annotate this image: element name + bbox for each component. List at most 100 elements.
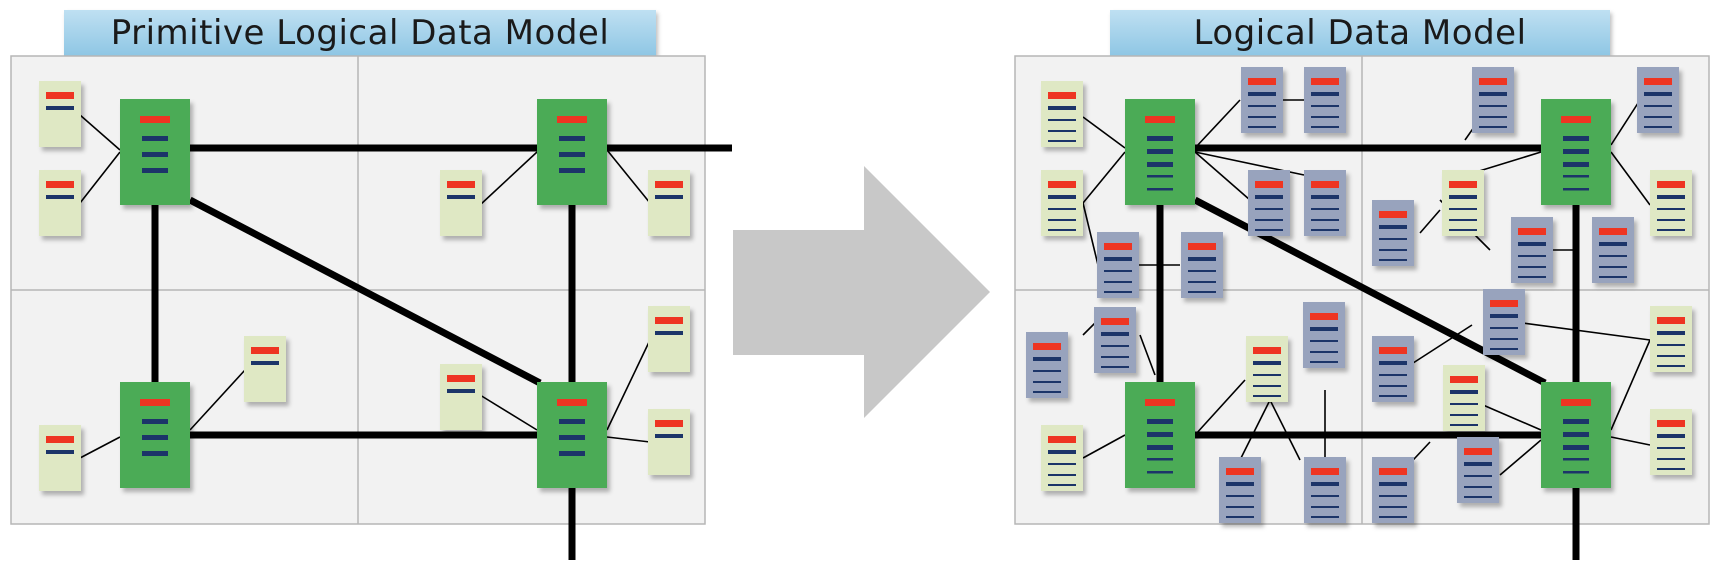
right-satellite-blue-attr-line [1599, 276, 1627, 278]
right-satellite-green-key-bar [1253, 347, 1281, 354]
right-satellite-green-key-bar [1449, 181, 1477, 188]
left-satellite [440, 170, 482, 236]
left-satellite-field-bar [46, 450, 74, 454]
right-hub-bottom-left [1125, 382, 1195, 488]
right-hub-top-right-key-bar [1561, 116, 1591, 123]
right-satellite-green-body [1650, 170, 1692, 236]
right-satellite-blue-body [1372, 200, 1414, 266]
left-satellite [648, 409, 690, 475]
right-satellite-blue-key-bar [1188, 243, 1216, 250]
right-satellite-blue-attr-line [1379, 385, 1407, 387]
left-sat-link [189, 369, 246, 431]
right-satellite-green-body [1443, 365, 1485, 431]
right-satellite-blue-body [1026, 332, 1068, 398]
right-satellite-green [1650, 306, 1692, 372]
right-satellite-blue [1304, 170, 1346, 236]
right-satellite-blue-field-bar [1248, 92, 1276, 96]
right-sat-link [1610, 99, 1641, 146]
right-sat-link [1482, 404, 1542, 431]
left-satellite-key-bar [447, 181, 475, 188]
left-hub-bottom-right-field-bar [559, 435, 585, 440]
left-satellite-body [440, 364, 482, 430]
right-satellite-blue-body [1372, 336, 1414, 402]
right-sat-link [1610, 339, 1651, 431]
right-satellite-green-field-bar [1048, 106, 1076, 110]
right-satellite-green-attr-line [1048, 474, 1076, 476]
left-satellite [39, 170, 81, 236]
right-satellite-blue-attr-line [1490, 327, 1518, 329]
left-satellite-field-bar [655, 434, 683, 438]
left-hub-top-left [120, 99, 190, 205]
transform-arrow [733, 166, 990, 418]
right-sat-link [1239, 399, 1271, 461]
right-satellite-blue-body [1372, 457, 1414, 523]
right-sat-link [1082, 202, 1099, 266]
right-satellite-green-attr-line [1048, 229, 1076, 231]
left-hub-top-left-field-bar [142, 168, 168, 173]
right-sat-link [1514, 321, 1651, 341]
right-satellite-blue-attr-line [1644, 116, 1672, 118]
right-satellite-blue-body [1472, 67, 1514, 133]
right-satellite-blue [1248, 170, 1290, 236]
right-hub-top-right-field-bar [1563, 136, 1589, 141]
right-satellite-blue-key-bar [1101, 318, 1129, 325]
right-satellite-blue-attr-line [1479, 126, 1507, 128]
left-satellite-body [648, 306, 690, 372]
left-sat-link [606, 436, 651, 443]
left-sat-link [479, 151, 538, 206]
right-satellite-blue-attr-line [1379, 374, 1407, 376]
right-sat-link [1139, 334, 1156, 376]
right-satellite-blue-attr-line [1379, 395, 1407, 397]
right-satellite-blue-attr-line [1033, 370, 1061, 372]
left-hub-top-left-field-bar [142, 152, 168, 157]
left-satellite [648, 306, 690, 372]
right-satellite-blue-attr-line [1104, 281, 1132, 283]
right-satellite-blue-key-bar [1379, 211, 1407, 218]
left-hub-bottom-right-field-bar [559, 419, 585, 424]
right-satellite-blue-attr-line [1464, 496, 1492, 498]
right-satellite-green-attr-line [1657, 208, 1685, 210]
left-satellite [244, 336, 286, 402]
right-satellite-blue-key-bar [1255, 181, 1283, 188]
right-satellite-blue-attr-line [1379, 516, 1407, 518]
right-hub-top-right-field-bar [1563, 188, 1589, 191]
left-satellite-body [648, 409, 690, 475]
right-sat-link [1610, 436, 1651, 446]
left-sat-link [79, 151, 121, 204]
right-satellite-green-attr-line [1449, 229, 1477, 231]
left-hub-top-right-field-bar [559, 168, 585, 173]
right-satellite-green-key-bar [1657, 181, 1685, 188]
right-satellite-blue-attr-line [1599, 266, 1627, 268]
right-satellite-green-key-bar [1657, 420, 1685, 427]
left-satellite-key-bar [655, 181, 683, 188]
right-satellite-blue-body [1304, 457, 1346, 523]
right-sat-link [1194, 151, 1251, 201]
right-satellite-green [1650, 170, 1692, 236]
right-satellite-blue-body [1457, 437, 1499, 503]
left-hub-bottom-left [120, 382, 190, 488]
right-satellite-blue-body [1483, 289, 1525, 355]
right-satellite-blue-key-bar [1311, 78, 1339, 85]
right-satellite-blue-field-bar [1379, 482, 1407, 486]
left-sat-link [606, 339, 651, 431]
right-satellite-blue-attr-line [1311, 506, 1339, 508]
right-satellite-blue [1372, 200, 1414, 266]
right-hub-bottom-left-field-bar [1147, 432, 1173, 437]
left-hub-bottom-right [537, 382, 607, 488]
right-satellite-blue-key-bar [1518, 228, 1546, 235]
right-satellite-blue-body [1094, 307, 1136, 373]
right-hub-bottom-left-key-bar [1145, 399, 1175, 406]
right-satellite-blue-attr-line [1490, 348, 1518, 350]
right-satellite-blue-field-bar [1644, 92, 1672, 96]
left-satellite-body [648, 170, 690, 236]
left-satellite-body [39, 170, 81, 236]
right-satellite-blue-attr-line [1310, 340, 1338, 342]
right-satellite-green [1650, 409, 1692, 475]
left-satellite [648, 170, 690, 236]
right-satellite-green-body [1041, 81, 1083, 147]
right-panel-title-text: Logical Data Model [1193, 13, 1527, 53]
left-sat-link [479, 394, 538, 431]
right-satellite-blue-field-bar [1188, 257, 1216, 261]
right-sat-link [1194, 379, 1246, 436]
left-satellite-body [39, 81, 81, 147]
